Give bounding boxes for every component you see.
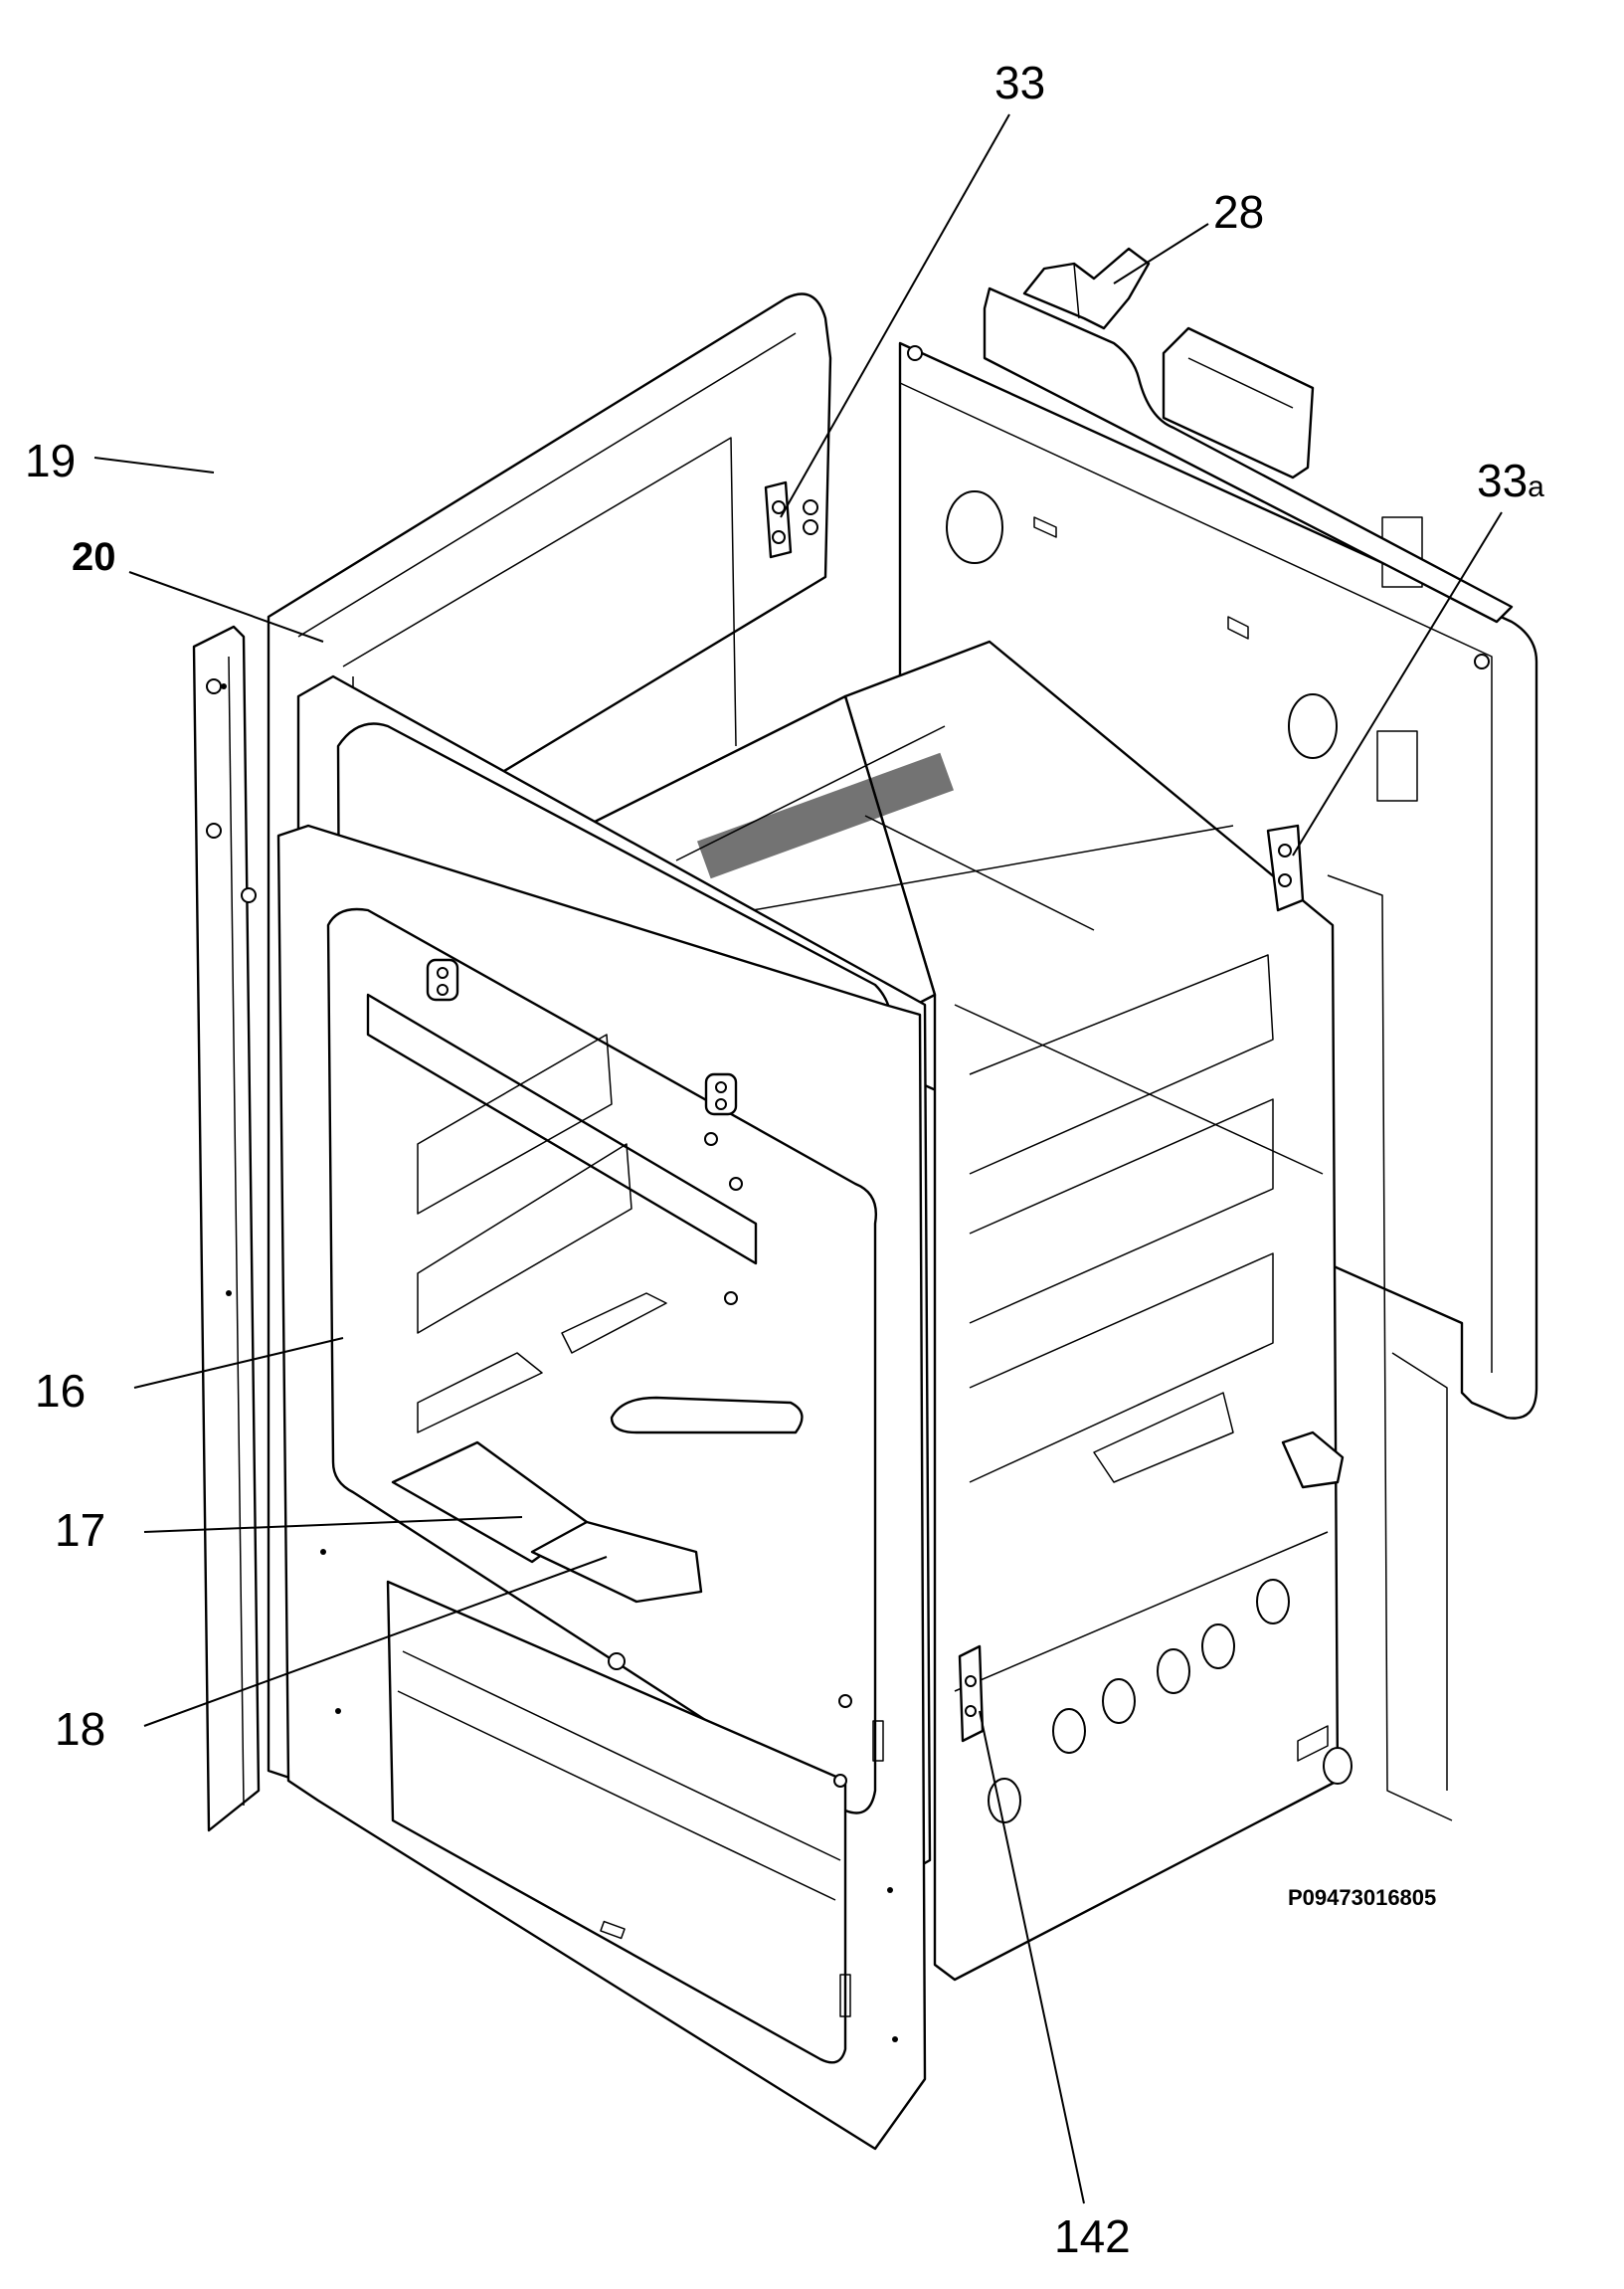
callout-33-number: 33 [994, 57, 1046, 108]
callout-28: 28 [1213, 189, 1264, 235]
upper-left-hinge [764, 480, 818, 559]
leader-33a [1292, 511, 1503, 857]
leader-20 [128, 571, 324, 643]
callout-20-number: 20 [72, 535, 116, 579]
leader-19 [93, 457, 215, 474]
leader-17 [143, 1516, 523, 1533]
leader-16 [133, 1337, 344, 1389]
callout-18: 18 [55, 1706, 105, 1752]
leader-142 [979, 1710, 1085, 2204]
screws [206, 678, 852, 1788]
callout-33a: 33a [1477, 458, 1544, 503]
callout-19-number: 19 [25, 435, 77, 486]
leader-18 [143, 1556, 608, 1727]
diagram-reference-code: P09473016805 [1288, 1885, 1437, 1910]
callout-18-number: 18 [55, 1703, 106, 1755]
top-rear-bracket [907, 247, 1514, 669]
lower-hinge [958, 1644, 985, 1743]
front-door-frame [276, 824, 927, 2151]
callout-28-number: 28 [1213, 186, 1265, 238]
left-side-strip [192, 625, 261, 1832]
leader-lines [93, 113, 1503, 2204]
leader-33 [780, 113, 1010, 518]
callout-20: 20 [72, 537, 116, 577]
upper-right-hinge [1266, 824, 1305, 912]
callout-33: 33 [994, 60, 1045, 105]
callout-17: 17 [55, 1507, 105, 1553]
callout-33a-suffix: a [1528, 471, 1544, 503]
callout-19: 19 [25, 438, 76, 483]
leader-28 [1113, 223, 1209, 285]
callout-142: 142 [1054, 2213, 1131, 2259]
callout-17-number: 17 [55, 1504, 106, 1556]
callout-142-number: 142 [1054, 2210, 1131, 2262]
callout-16: 16 [35, 1368, 86, 1414]
callout-33a-number: 33 [1477, 455, 1529, 506]
callout-16-number: 16 [35, 1365, 87, 1417]
